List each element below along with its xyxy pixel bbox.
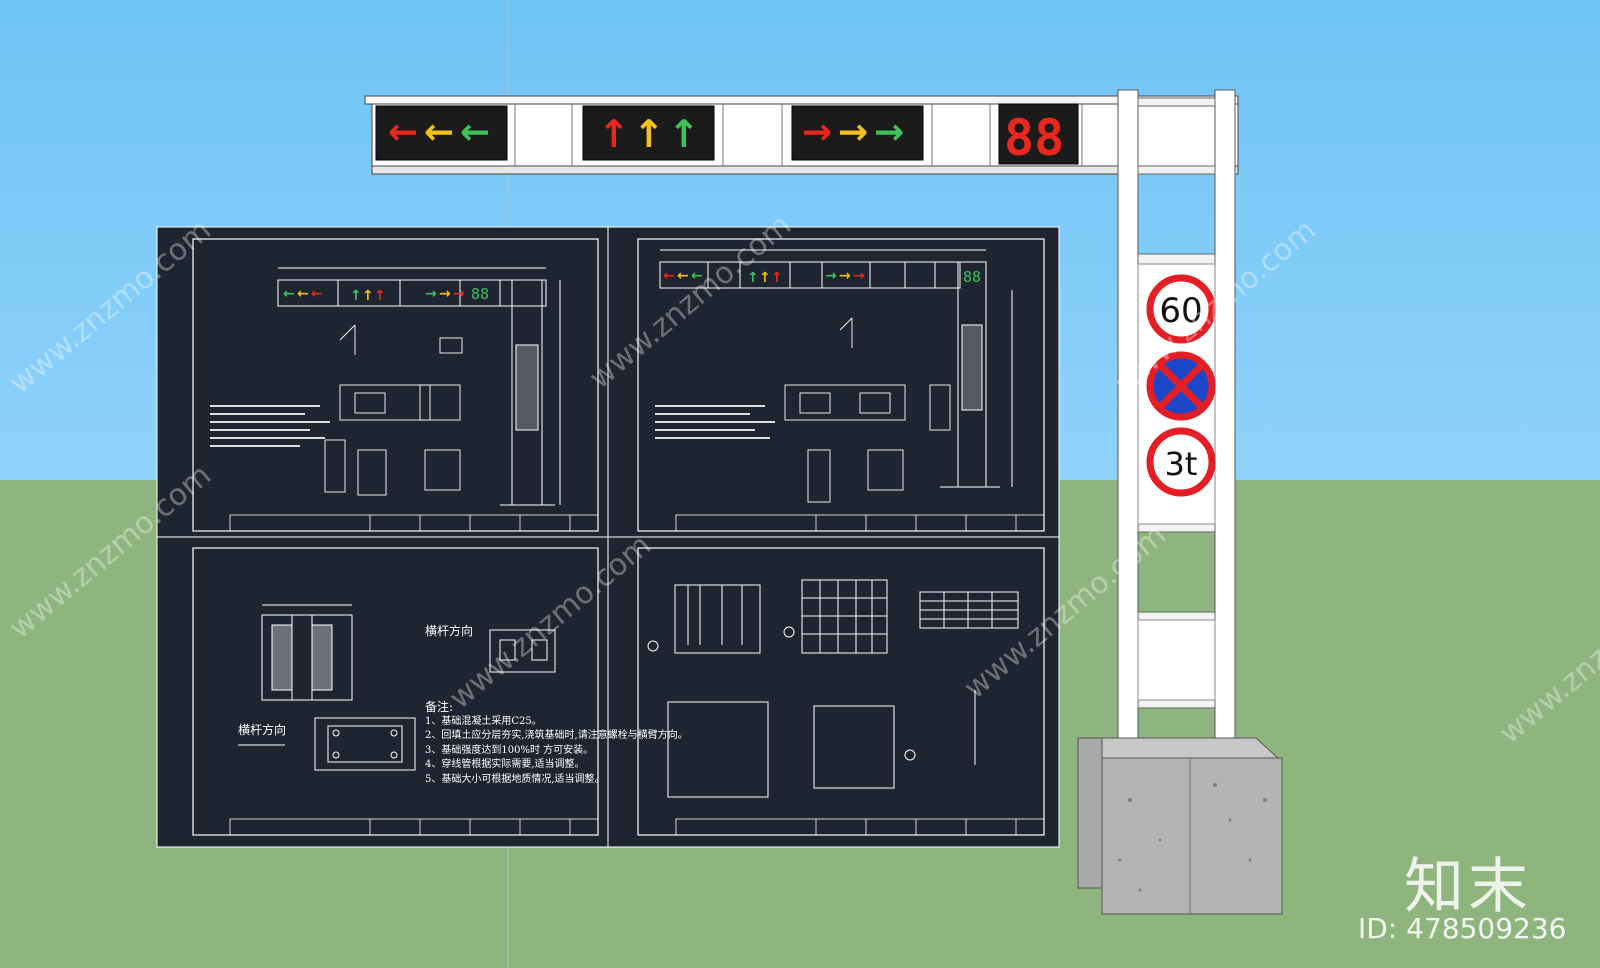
svg-text:←: ← — [663, 268, 675, 284]
svg-text:↑: ↑ — [771, 270, 783, 286]
svg-text:→: → — [853, 268, 865, 284]
watermark-id: ID: 478509236 — [1358, 912, 1567, 945]
sheet3-direction-label-left: 横杆方向 — [238, 722, 286, 737]
up-arrow-red-icon: ↑ — [598, 112, 630, 156]
sheet4-rebar — [647, 579, 1019, 798]
right-arrow-yellow-icon: → — [838, 112, 868, 153]
sheet2-countdown: 88 — [963, 268, 981, 286]
note-5: 5、基础大小可根据地质情况,适当调整。 — [425, 773, 605, 785]
countdown-digits: 88 — [1004, 109, 1064, 167]
no-stopping-sign — [1146, 351, 1216, 421]
svg-text:↑: ↑ — [747, 270, 759, 286]
svg-text:←: ← — [311, 286, 323, 302]
notes-title: 备注: — [425, 700, 454, 714]
svg-text:→: → — [425, 286, 437, 302]
countdown-display: 88 — [998, 103, 1079, 167]
speed-limit-sign: 60 — [1146, 274, 1216, 344]
foundation-notes: 备注: 1、基础混凝土采用C25。 2、回填土应分层夯实,浇筑基础时,请注意螺栓… — [425, 700, 688, 787]
concrete-base — [1076, 737, 1283, 915]
speed-limit-value: 60 — [1159, 291, 1202, 331]
note-3: 3、基础强度达到100%时 方可安装。 — [425, 744, 594, 756]
sheet1-signal-arrows: ←←← ↑↑↑ →→→ — [283, 286, 465, 304]
svg-text:←: ← — [691, 268, 703, 284]
left-arrow-red-icon: ← — [388, 112, 418, 153]
right-arrow-red-icon: → — [802, 112, 832, 153]
svg-text:→: → — [825, 268, 837, 284]
sheet3-foundation — [261, 604, 556, 771]
signal-panel-left: ← ← ← — [375, 105, 508, 161]
svg-text:↑: ↑ — [362, 288, 374, 304]
weight-limit-value: 3t — [1165, 445, 1198, 483]
up-arrow-yellow-icon: ↑ — [633, 112, 665, 156]
signal-panel-straight: ↑ ↑ ↑ — [582, 105, 715, 161]
left-arrow-green-icon: ← — [460, 112, 490, 153]
svg-text:→: → — [439, 286, 451, 302]
cad-drawing-board: ←←← ↑↑↑ →→→ 88 — [156, 226, 1060, 848]
up-arrow-green-icon: ↑ — [668, 112, 700, 156]
svg-text:→: → — [453, 286, 465, 302]
note-4: 4、穿线管根据实际需要,适当调整。 — [425, 759, 585, 770]
svg-text:←: ← — [677, 268, 689, 284]
sheet2-elevation — [659, 249, 1013, 488]
sheet3-direction-label-top: 横杆方向 — [425, 623, 473, 638]
svg-text:→: → — [839, 268, 851, 284]
weight-limit-sign: 3t — [1146, 427, 1216, 497]
sheet1-countdown: 88 — [471, 285, 489, 303]
svg-text:↑: ↑ — [350, 288, 362, 304]
watermark-brand: 知末 — [1404, 852, 1532, 922]
svg-text:↑: ↑ — [759, 270, 771, 286]
svg-text:←: ← — [297, 286, 309, 302]
note-1: 1、基础混凝土采用C25。 — [425, 715, 542, 727]
svg-text:←: ← — [283, 286, 295, 302]
svg-text:↑: ↑ — [374, 288, 386, 304]
sheet2-signal-arrows: ←←← ↑↑↑ →→→ — [663, 268, 865, 286]
sheet1-elevation — [277, 267, 561, 506]
left-arrow-yellow-icon: ← — [424, 112, 454, 153]
signal-panel-right: → → → — [791, 105, 924, 161]
note-2: 2、回填土应分层夯实,浇筑基础时,请注意螺栓与横臂方向。 — [425, 730, 688, 741]
right-arrow-green-icon: → — [874, 112, 904, 153]
